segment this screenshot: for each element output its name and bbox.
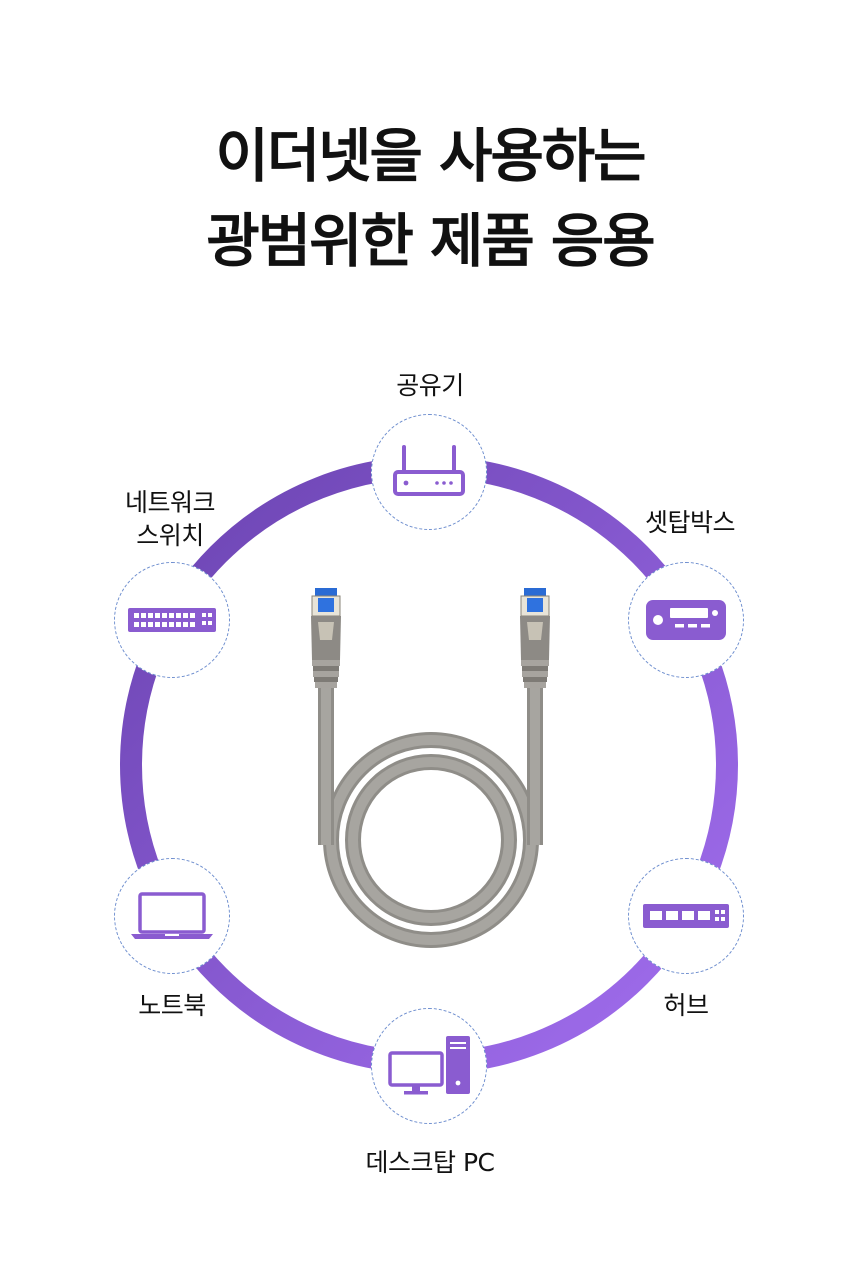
page-title-line-2: 광범위한 제품 응용 [206, 207, 655, 275]
router-icon [393, 445, 465, 496]
settop-box-icon [646, 600, 726, 640]
network-switch-label: 네트워크 스위치 [100, 486, 240, 552]
desktop-pc-node[interactable] [371, 1008, 487, 1124]
network-switch-label-line-2: 스위치 [136, 521, 204, 550]
laptop-node[interactable] [114, 858, 230, 974]
settop-box-label: 셋탑박스 [644, 508, 736, 537]
network-switch-label-line-1: 네트워크 [124, 488, 216, 517]
hub-node[interactable] [628, 858, 744, 974]
laptop-label: 노트북 [138, 991, 206, 1020]
page-title-line-1: 이더넷을 사용하는 [215, 122, 646, 190]
hub-label: 허브 [663, 991, 709, 1020]
desktop-pc-icon [388, 1036, 470, 1095]
network-switch-icon [128, 608, 216, 632]
ethernet-cable-illustration [311, 588, 550, 948]
laptop-icon [131, 892, 213, 939]
settop-box-node[interactable] [628, 562, 744, 678]
router-label: 공유기 [396, 371, 464, 400]
desktop-pc-label: 데스크탑 PC [365, 1148, 495, 1177]
hub-icon [643, 904, 729, 928]
network-switch-node[interactable] [114, 562, 230, 678]
router-node[interactable] [371, 414, 487, 530]
